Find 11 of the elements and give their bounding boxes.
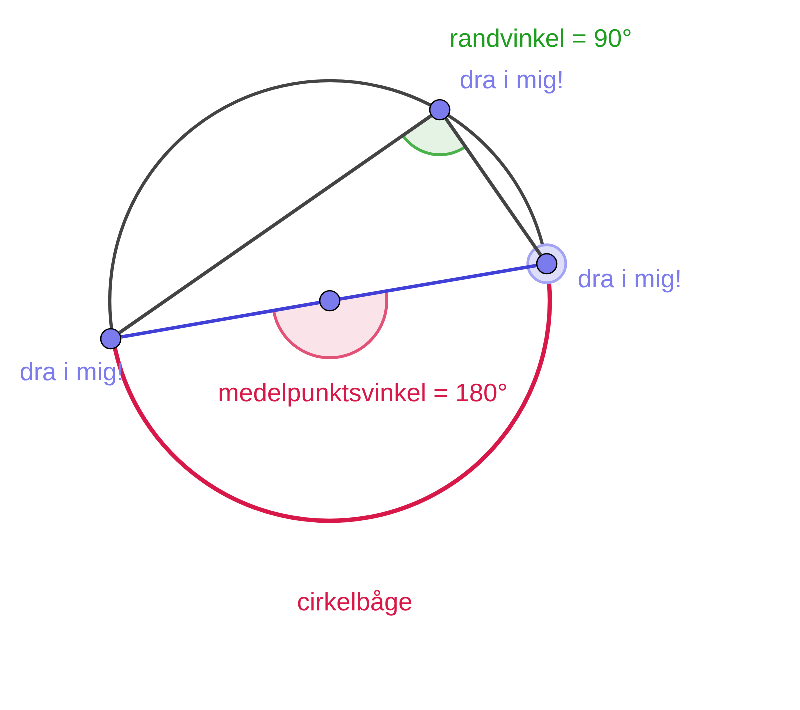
angle-label: medelpunktsvinkel = 180° xyxy=(220,383,506,407)
line-segment xyxy=(121,301,320,339)
arc-label: cirkelbåge xyxy=(298,590,412,616)
line-segment xyxy=(118,114,432,334)
point-label: dra i mig! xyxy=(578,269,680,293)
point-label: dra i mig! xyxy=(20,362,122,386)
line-segment xyxy=(444,118,542,256)
point xyxy=(319,290,341,312)
point-label: dra i mig! xyxy=(460,70,562,94)
line-segment xyxy=(340,264,537,301)
angle-label: randvinkel = 90° xyxy=(451,28,631,48)
